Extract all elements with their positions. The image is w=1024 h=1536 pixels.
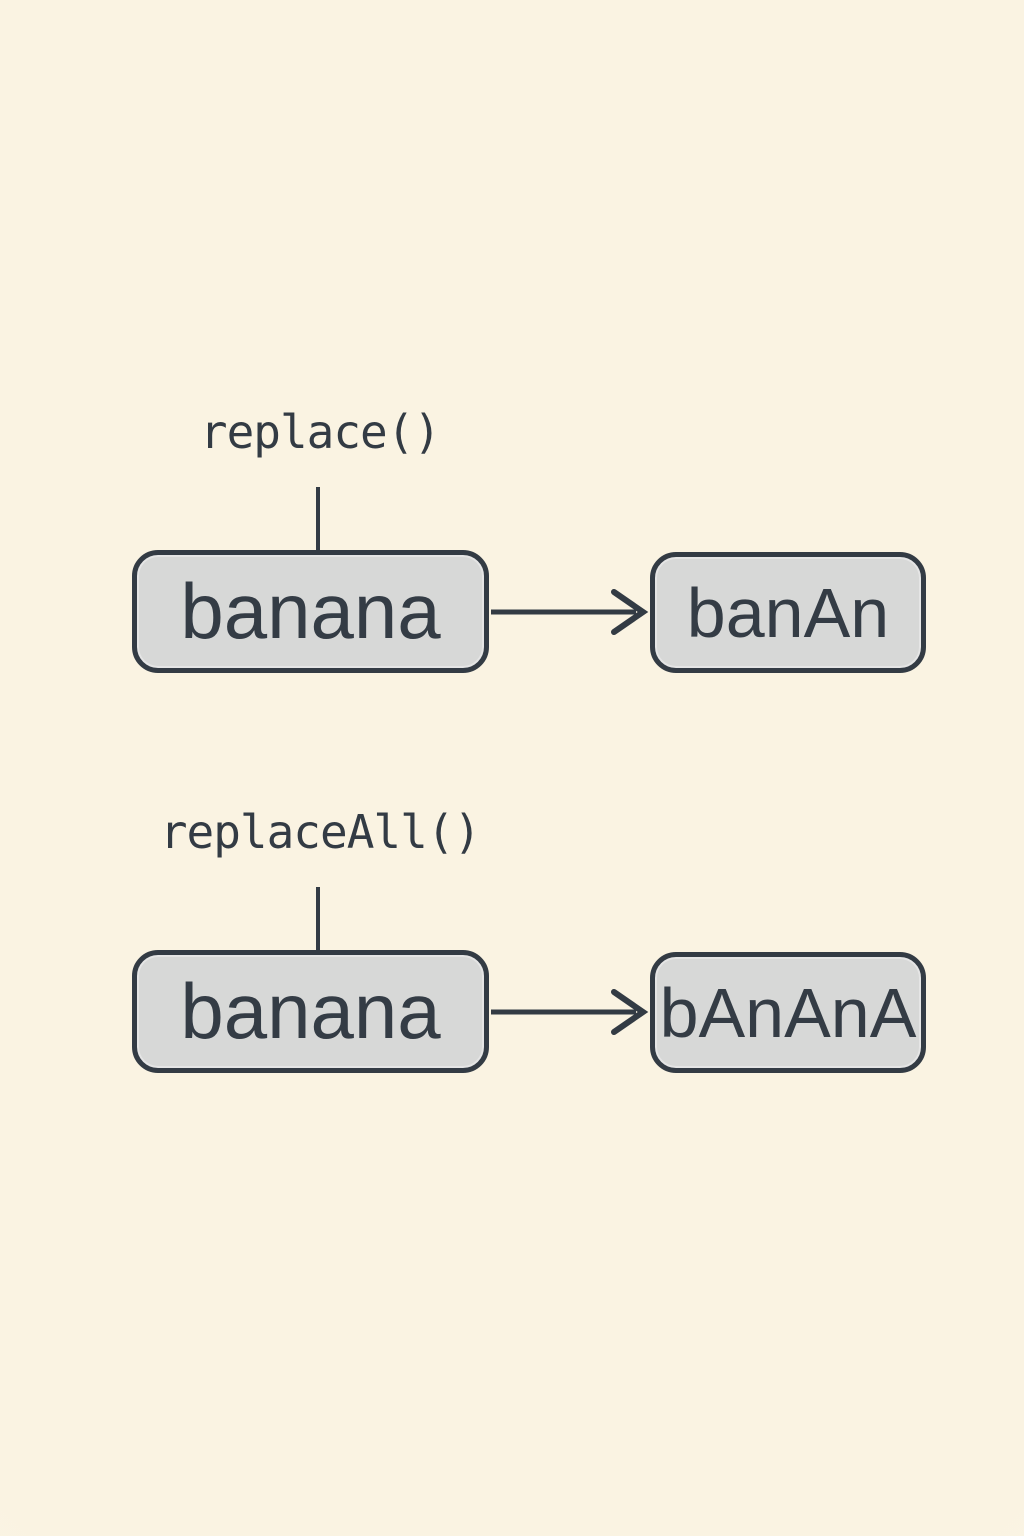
output-box: banAn bbox=[650, 552, 926, 673]
arrow-right-icon bbox=[611, 989, 649, 1035]
method-label-replace-all: replaceAll() bbox=[159, 805, 481, 859]
output-box: bAnAnA bbox=[650, 952, 926, 1073]
input-box: banana bbox=[132, 950, 489, 1073]
method-label-replace: replace() bbox=[199, 405, 441, 459]
arrow-right-icon bbox=[611, 589, 649, 635]
input-box: banana bbox=[132, 550, 489, 673]
